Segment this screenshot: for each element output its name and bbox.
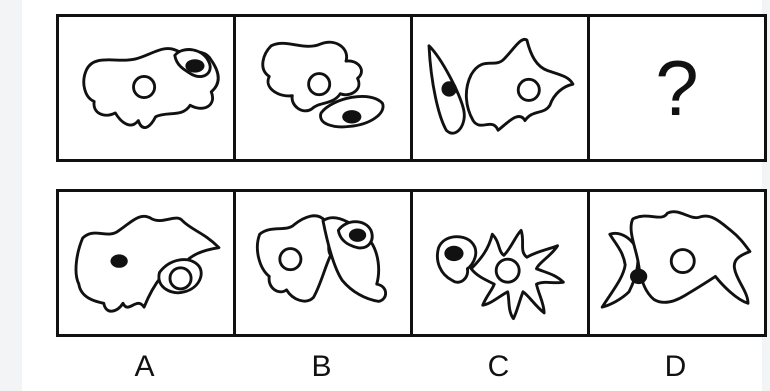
option-label-b[interactable]: B <box>233 350 410 384</box>
white-dot <box>309 74 330 95</box>
sequence-figure-3 <box>410 14 590 162</box>
option-figure-b[interactable] <box>233 189 413 337</box>
option-label-d[interactable]: D <box>587 350 764 384</box>
missing-figure: ? <box>587 14 767 162</box>
black-dot <box>111 254 128 267</box>
option-figure-a[interactable] <box>56 189 236 337</box>
white-dot <box>280 249 301 270</box>
white-dot <box>671 250 694 273</box>
black-dot <box>185 59 204 72</box>
sequence-figure-2 <box>233 14 413 162</box>
option-label-c[interactable]: C <box>410 350 587 384</box>
white-dot <box>134 76 155 97</box>
question-mark: ? <box>590 17 764 159</box>
black-dot <box>441 81 456 96</box>
black-dot <box>349 228 366 241</box>
black-dot <box>630 269 647 284</box>
white-dot <box>496 259 519 282</box>
white-dot <box>170 268 191 289</box>
sequence-row: ? <box>56 14 767 162</box>
option-labels: A B C D <box>56 350 764 384</box>
option-figure-d[interactable] <box>587 189 767 337</box>
options-row <box>56 189 767 337</box>
sequence-figure-1 <box>56 14 236 162</box>
puzzle-sheet: ? <box>22 0 762 391</box>
option-label-a[interactable]: A <box>56 350 233 384</box>
white-dot <box>518 79 539 100</box>
black-dot <box>444 246 463 261</box>
option-figure-c[interactable] <box>410 189 590 337</box>
black-dot <box>342 110 361 123</box>
